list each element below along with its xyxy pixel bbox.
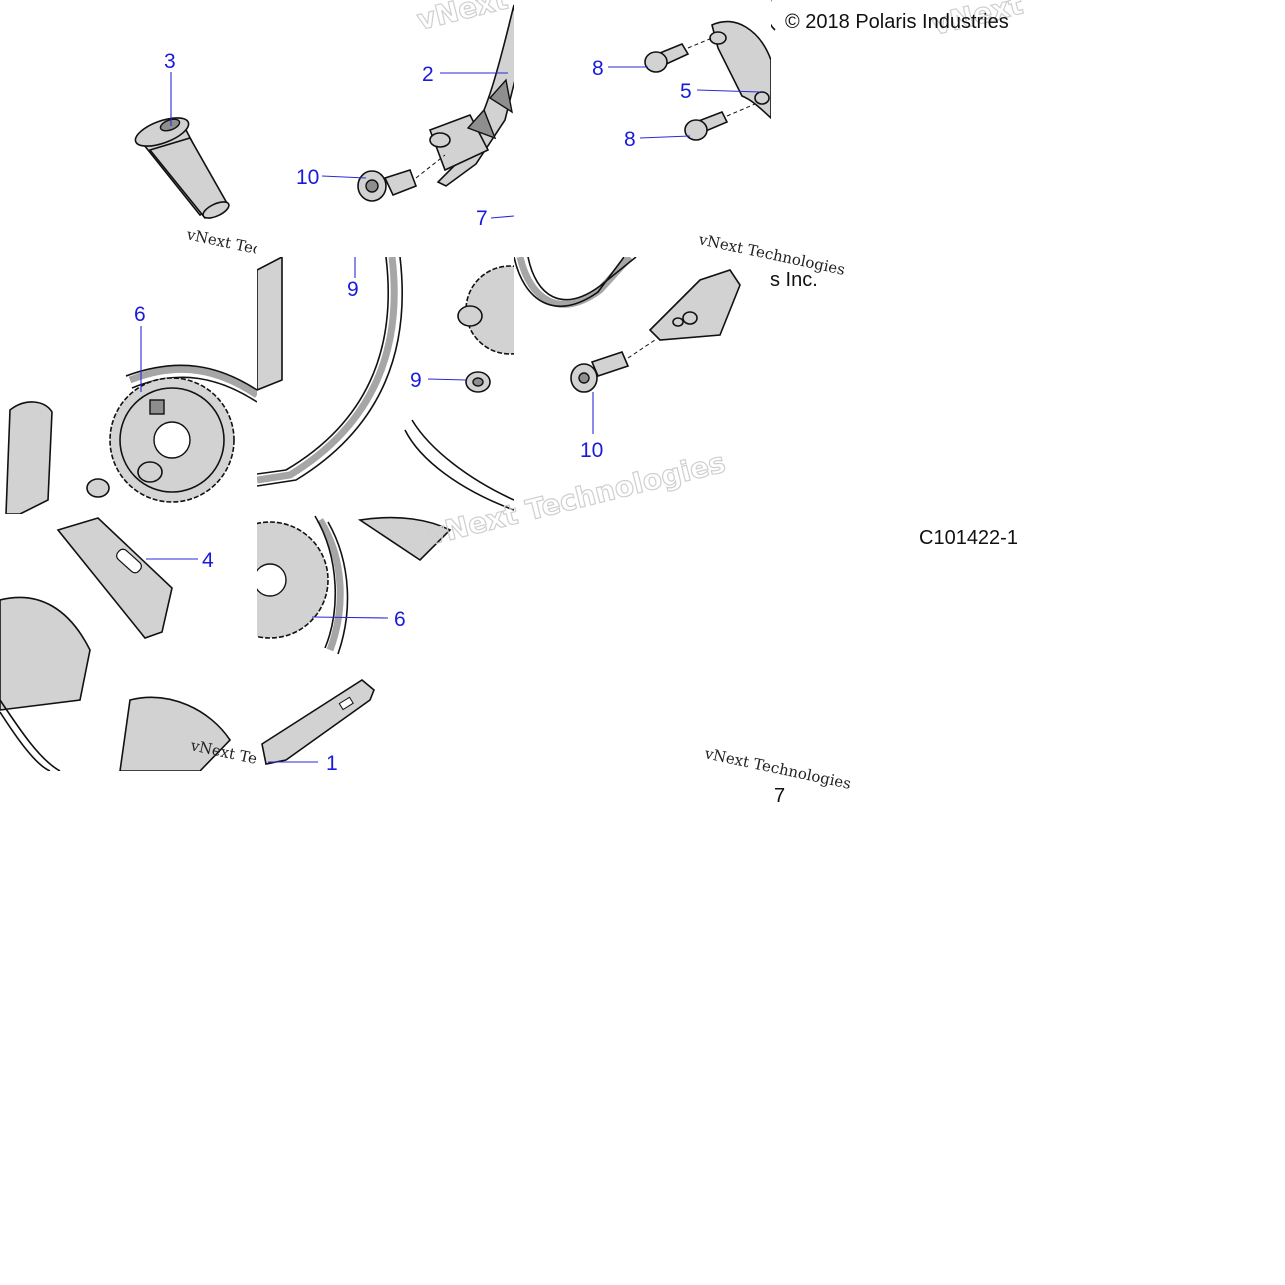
bolt-8-lower — [639, 103, 756, 141]
bolt-10-lower — [570, 339, 656, 434]
callout-10-lower: 10 — [580, 439, 603, 462]
stray-number-7: 7 — [774, 785, 785, 807]
timing-chain-mid — [257, 257, 514, 511]
part-2-chain-guide — [428, 4, 514, 219]
callout-4: 4 — [202, 549, 214, 572]
callout-8-upper: 8 — [592, 57, 604, 80]
callouts: 3 2 10 7 8 5 8 6 9 9 10 4 6 1 — [134, 50, 692, 775]
callout-5: 5 — [680, 80, 692, 103]
part-4-bracket — [56, 517, 198, 639]
bolt-9-lower — [354, 257, 491, 393]
part-1-plate — [261, 679, 375, 765]
bolt-10-upper — [321, 154, 446, 202]
callout-10-upper: 10 — [296, 166, 319, 189]
part-5-clamp — [696, 20, 771, 120]
drawing-number: C101422-1 — [919, 527, 1018, 549]
bolt-8-upper — [608, 37, 713, 73]
callout-1: 1 — [326, 752, 338, 775]
chain-guide-right — [514, 257, 741, 341]
copyright-tail-text: s Inc. — [770, 269, 818, 291]
part-3-pin — [134, 72, 230, 220]
watermark-vnext-1: vNext Technologies — [184, 225, 334, 274]
watermark-ghost-2: vNext Technologies — [424, 446, 729, 552]
callout-2: 2 — [422, 63, 434, 86]
callout-7: 7 — [476, 207, 488, 230]
callout-6-left: 6 — [134, 303, 146, 326]
border-arc — [771, 0, 776, 31]
sprocket-6-lower — [257, 515, 452, 655]
callout-8-lower: 8 — [624, 128, 636, 151]
sprocket-6-left — [5, 326, 257, 514]
camshaft-left — [0, 596, 232, 771]
diagram-meta: © 2018 Polaris Industries s Inc. C101422… — [770, 11, 1018, 807]
copyright-text: © 2018 Polaris Industries — [785, 11, 1009, 33]
watermark-ghost-1: vNext Technologies — [414, 0, 719, 37]
callout-9-upper: 9 — [347, 278, 359, 301]
callout-3: 3 — [164, 50, 176, 73]
callout-6-lower: 6 — [394, 608, 406, 631]
callout-9-lower: 9 — [410, 369, 422, 392]
